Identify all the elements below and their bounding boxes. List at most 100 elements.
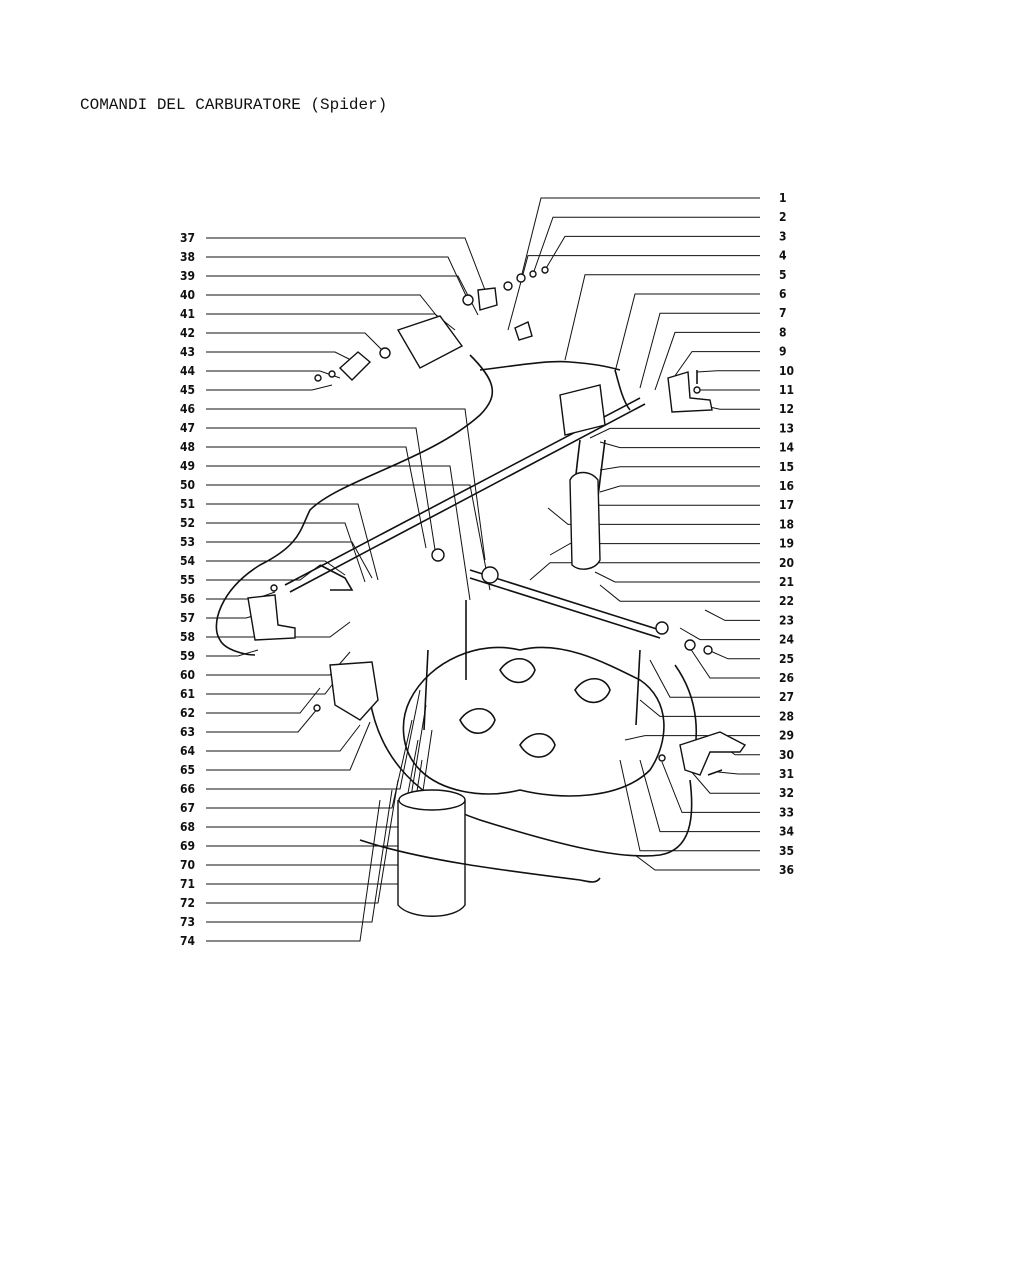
- leader-line-right: [689, 647, 760, 679]
- accelerator-cable-upper: [215, 354, 494, 656]
- callout-number: 6: [779, 287, 787, 301]
- leader-line-left: [206, 799, 381, 942]
- pedal-cable: [479, 360, 621, 371]
- leader-line-right: [679, 627, 760, 641]
- callout-number: 58: [180, 630, 195, 644]
- leader-line-left: [206, 564, 321, 581]
- leader-line-right: [717, 771, 760, 775]
- leader-line-right: [671, 351, 760, 381]
- nut-1: [516, 273, 526, 283]
- callout-number: 49: [180, 459, 195, 473]
- callout-number: 68: [180, 820, 195, 834]
- leader-line-right: [599, 466, 760, 471]
- leader-line-left: [206, 789, 393, 923]
- callout-number: 42: [180, 326, 195, 340]
- leader-line-left: [206, 719, 413, 809]
- callout-number: 23: [779, 613, 794, 627]
- leader-line-left: [206, 707, 319, 733]
- leader-line-right: [599, 584, 760, 602]
- leader-line-right: [614, 293, 760, 373]
- air-filter-top: [398, 789, 466, 811]
- washer-45: [328, 370, 336, 378]
- callout-number: 69: [180, 839, 195, 853]
- callout-number: 43: [180, 345, 195, 359]
- callout-number: 45: [180, 383, 195, 397]
- callout-number: 55: [180, 573, 195, 587]
- leader-line-left: [206, 621, 351, 638]
- callout-number: 24: [779, 633, 795, 647]
- callout-number: 33: [779, 805, 794, 819]
- callout-number: 62: [180, 706, 195, 720]
- callout-number: 53: [180, 535, 195, 549]
- callout-number: 29: [779, 729, 794, 743]
- leader-line-left: [206, 408, 486, 561]
- callout-number: 64: [180, 744, 196, 758]
- nut-63: [313, 704, 321, 712]
- leader-line-left: [206, 649, 259, 657]
- leader-line-left: [206, 503, 379, 581]
- callout-number: 51: [180, 497, 195, 511]
- lower-return-cable: [369, 699, 693, 857]
- leader-line-left: [206, 721, 371, 771]
- leader-line-left: [206, 667, 346, 695]
- bushing-46: [431, 548, 445, 562]
- leader-line-right: [532, 216, 760, 275]
- collar-24: [655, 621, 669, 635]
- secondary-rod-edge: [469, 577, 661, 639]
- collar-20: [481, 566, 499, 584]
- callout-number: 56: [180, 592, 195, 606]
- leader-line-right: [544, 235, 760, 271]
- callout-number: 20: [779, 556, 794, 570]
- rod-28: [635, 649, 641, 726]
- nut-44: [314, 374, 322, 382]
- leader-line-left: [206, 779, 399, 904]
- callout-number: 40: [180, 288, 195, 302]
- callout-number: 16: [779, 479, 794, 493]
- bracket-5: [514, 321, 533, 341]
- pedal-spring: [614, 369, 631, 411]
- washer-57: [270, 584, 278, 592]
- callout-number: 10: [779, 364, 794, 378]
- leader-line-left: [206, 724, 361, 752]
- callout-number: 39: [180, 269, 195, 283]
- leader-line-left: [206, 237, 486, 291]
- callout-number: 12: [779, 402, 794, 416]
- intake-port-4: [574, 677, 611, 704]
- throttle-shaft-edge: [289, 403, 646, 593]
- callout-number: 17: [779, 498, 794, 512]
- leader-line-left: [206, 560, 346, 576]
- callout-number: 22: [779, 594, 794, 608]
- callout-number: 54: [180, 554, 196, 568]
- clip-26: [684, 639, 696, 651]
- leader-line-right: [564, 274, 760, 361]
- leader-line-right: [549, 543, 760, 556]
- secondary-rod: [469, 569, 661, 631]
- callout-number: 35: [779, 844, 794, 858]
- washer-11: [693, 386, 701, 394]
- leader-line-left: [206, 484, 491, 591]
- leader-line-right: [594, 571, 760, 583]
- callout-number: 70: [180, 858, 195, 872]
- leader-line-right: [634, 854, 760, 871]
- callout-number: 38: [180, 250, 195, 264]
- callout-number: 30: [779, 748, 794, 762]
- callout-number: 71: [180, 877, 195, 891]
- leader-line-left: [206, 351, 356, 363]
- rod-70: [423, 649, 429, 731]
- callout-number: 15: [779, 460, 794, 474]
- leader-line-left: [206, 687, 321, 714]
- callout-number: 47: [180, 421, 195, 435]
- bolt-31: [707, 769, 723, 776]
- left-bracket-56: [247, 594, 296, 641]
- leader-line-right: [529, 562, 760, 581]
- callout-number: 19: [779, 537, 794, 551]
- callout-number: 36: [779, 863, 794, 877]
- callout-number: 8: [779, 325, 787, 339]
- callout-number: 59: [180, 649, 195, 663]
- leader-line-right: [689, 769, 760, 794]
- callout-number: 25: [779, 652, 794, 666]
- leader-line-right: [579, 499, 760, 506]
- callout-number: 9: [779, 345, 787, 359]
- intake-port-1: [459, 707, 496, 734]
- upper-lever-bracket: [396, 315, 464, 369]
